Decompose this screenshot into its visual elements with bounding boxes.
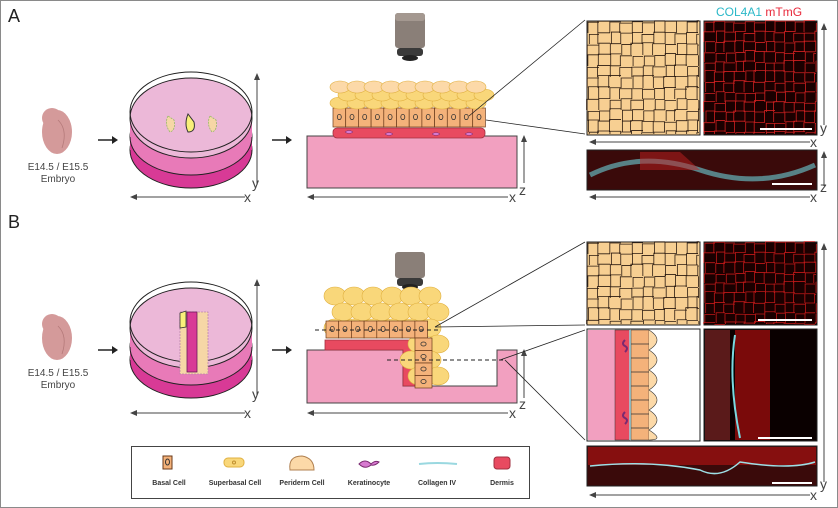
axis-label-z: z	[519, 396, 526, 412]
basal-cell	[383, 107, 397, 128]
axis-label-y: y	[820, 120, 827, 136]
basal-cell	[332, 107, 347, 128]
micrograph-xy-mtmg	[703, 20, 818, 136]
arrow-right-icon	[98, 346, 118, 354]
basal-cell	[414, 375, 433, 389]
basal-cell	[358, 107, 372, 128]
collagen-iv-icon	[418, 462, 458, 465]
basal-cell	[459, 107, 474, 128]
stain-label-mtmg: mTmG	[765, 5, 803, 19]
stain-label-col4a1: COL4A1	[716, 5, 763, 19]
axis-label-y: y	[252, 386, 259, 402]
callout-line	[499, 329, 586, 361]
superbasal-cell	[426, 302, 450, 322]
model-b-axes	[307, 349, 527, 416]
embryo-stage-label-a: E14.5 / E15.5 Embryo	[27, 162, 89, 185]
arrow-right-icon	[272, 136, 292, 144]
basal-cell-icon	[162, 455, 173, 470]
basal-cell	[370, 107, 385, 128]
vertical-section-schematic	[586, 328, 701, 442]
axis-label-x: x	[509, 405, 516, 421]
legend-item-dermis: Dermis	[467, 447, 537, 498]
micrograph-xz-b	[586, 445, 818, 487]
micrograph-vertical-section	[703, 328, 818, 442]
legend-item-periderm-cell: Periderm Cell	[267, 447, 337, 498]
dish-a-axes	[130, 73, 260, 200]
basal-cell	[414, 350, 433, 364]
embryo-stage-label-b: E14.5 / E15.5 Embryo	[27, 368, 89, 391]
axis-label-x: x	[509, 189, 516, 205]
axis-label-y: y	[252, 175, 259, 191]
legend-item-collagen-iv: Collagen IV	[402, 447, 472, 498]
model-a-axes	[307, 135, 527, 200]
periderm-cell-icon	[289, 455, 315, 471]
legend-item-basal-cell: Basal Cell	[134, 447, 204, 498]
legend-item-keratinocyte: Keratinocyte	[334, 447, 404, 498]
superbasal-cell	[465, 80, 487, 94]
keratinocytes	[344, 130, 474, 136]
microscope-objective-icon	[395, 252, 425, 290]
dermis-icon	[493, 456, 511, 470]
superbasal-layer	[329, 80, 495, 110]
callout-line	[485, 119, 586, 135]
microscope-objective-icon	[395, 13, 425, 61]
arrow-right-icon	[98, 136, 118, 144]
dermis-layer	[332, 127, 486, 139]
basal-cell	[434, 107, 448, 128]
callout-line	[504, 359, 586, 441]
axis-label-y: y	[820, 476, 827, 492]
callout-line	[468, 19, 586, 117]
dish-b-axes	[130, 279, 260, 416]
red-membrane-mesh	[703, 241, 817, 325]
basal-cell	[408, 107, 423, 128]
basal-cell	[345, 107, 359, 128]
cell-mesh	[586, 20, 700, 134]
axis-label-x: x	[244, 189, 251, 205]
cell-mesh	[586, 241, 700, 324]
panel-label-b: B	[8, 212, 21, 232]
superbasal-cell-icon	[223, 457, 245, 468]
arrow-right-icon	[272, 346, 292, 354]
culture-dish-a	[129, 71, 253, 189]
cell-type-legend: Basal Cell Superbasal Cell Periderm Cell…	[131, 446, 530, 499]
substrate	[306, 135, 518, 189]
axis-label-x: x	[810, 189, 817, 205]
basal-cell	[414, 362, 433, 376]
legend-item-superbasal-cell: Superbasal Cell	[200, 447, 270, 498]
basal-layer	[332, 107, 486, 128]
axis-label-x: x	[810, 134, 817, 150]
stain-legend: COL4A1 mTmG	[716, 5, 802, 19]
basal-cell	[446, 107, 461, 128]
panel-label-a: A	[8, 6, 21, 26]
axis-label-z: z	[820, 179, 827, 195]
callout-line	[434, 324, 586, 328]
image-a-bottom-axes	[589, 151, 827, 200]
culture-dish-b	[129, 281, 253, 399]
axis-label-x: x	[244, 405, 251, 421]
superbasal-cell	[418, 286, 442, 306]
basal-cell	[396, 107, 410, 128]
axis-label-z: z	[519, 182, 526, 198]
image-a-top-axes	[589, 23, 827, 145]
image-b-axes	[589, 243, 827, 498]
embryo-icon	[42, 314, 72, 360]
embryo-icon	[42, 108, 72, 154]
callout-line	[434, 241, 586, 328]
basal-cell	[421, 107, 435, 128]
basal-layer	[325, 320, 433, 389]
axis-label-x: x	[810, 487, 817, 503]
keratinocyte-icon	[358, 460, 380, 468]
basal-cell	[414, 337, 433, 351]
